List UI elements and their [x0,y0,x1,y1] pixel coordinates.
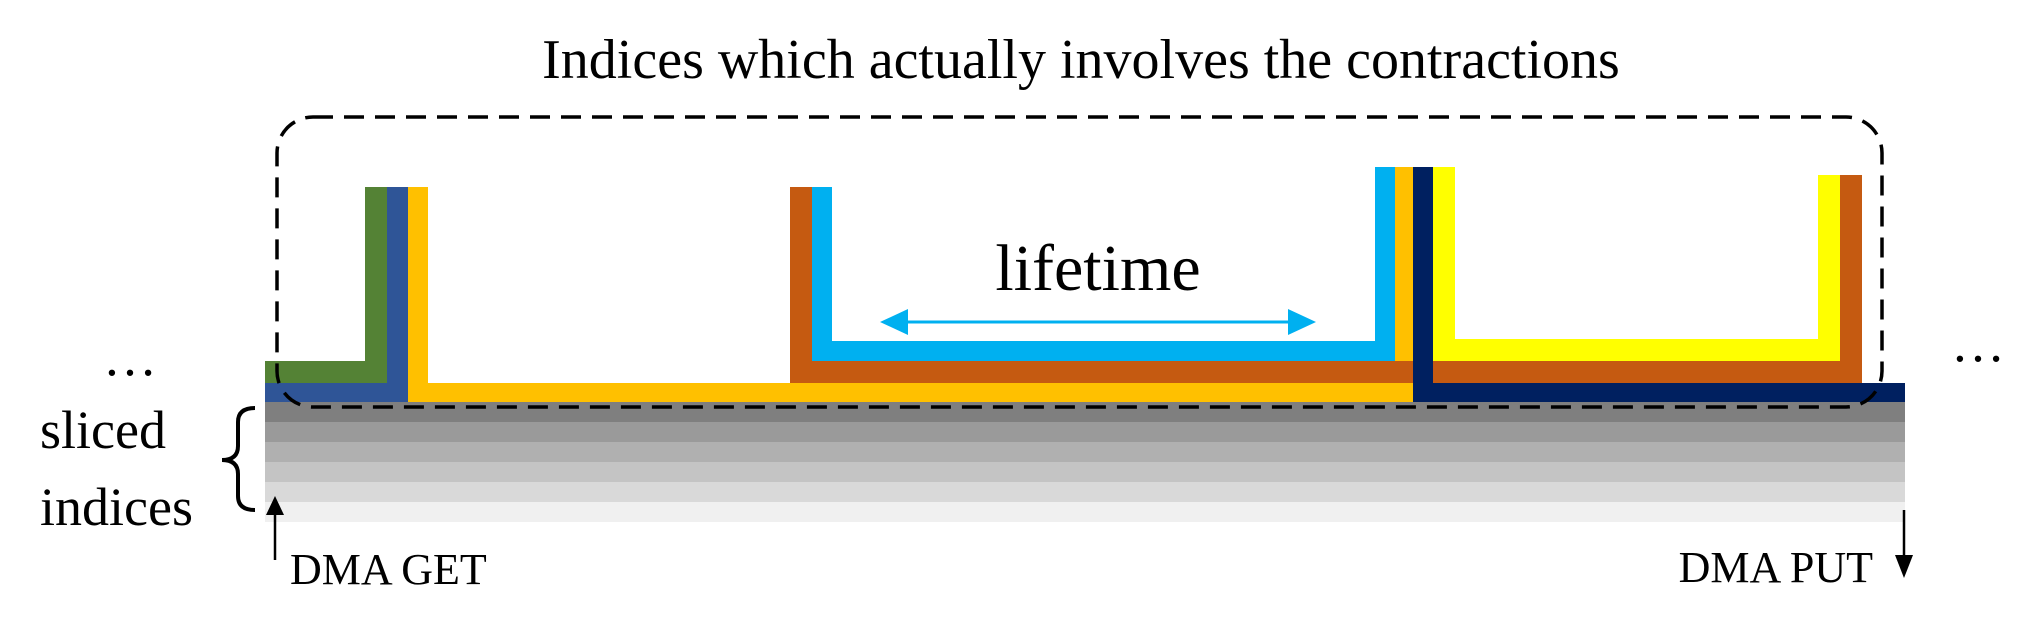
blue-index-vertical [387,187,408,402]
lifetime-arrow-right-head [1288,309,1316,335]
sliced-index-layer-1 [265,402,1905,422]
yellow-index-horizontal [1433,339,1840,361]
sliced-indices-brace [221,406,256,512]
sliced-indices-stack [265,402,1905,522]
dma-get-label: DMA GET [290,545,487,594]
gold-index-vertical-right [1395,167,1413,402]
sky-index-horizontal [812,341,1395,361]
ellipsis-left: … [103,327,157,387]
yellow-index-vertical-right [1818,175,1840,361]
gold-index-vertical-left [408,187,428,402]
index-bars [265,167,1905,402]
sliced-label-line2: indices [40,477,193,537]
sliced-index-layer-5 [265,482,1905,502]
navy-index-vertical [1413,167,1433,402]
dma-put-arrow [1895,510,1913,578]
dma-get-arrow-head [266,496,284,515]
orange-index-vertical-right [1840,175,1862,383]
navy-index-horizontal [1413,383,1905,402]
sky-index-vertical-left [812,187,832,361]
lifetime-arrow-left-head [880,309,908,335]
dma-put-label: DMA PUT [1679,543,1873,592]
yellow-index-vertical-left [1433,167,1455,361]
sliced-index-layer-2 [265,422,1905,442]
orange-index-horizontal [790,361,1862,383]
sliced-index-layer-6 [265,502,1905,522]
green-index-vertical [365,187,387,383]
sliced-label-line1: sliced [40,400,166,460]
sliced-index-layer-4 [265,462,1905,482]
green-index-horizontal [265,361,387,383]
blue-index-horizontal [265,383,408,402]
lifetime-arrow [880,309,1316,335]
sliced-index-layer-3 [265,442,1905,462]
dma-put-arrow-head [1895,555,1913,578]
ellipsis-right: … [1951,313,2005,373]
dma-get-arrow [266,496,284,560]
gold-index-horizontal [408,383,1413,402]
diagram-title: Indices which actually involves the cont… [542,29,1620,91]
lifetime-label: lifetime [995,232,1200,305]
sky-index-vertical-right [1375,167,1395,361]
orange-index-vertical-left [790,187,812,383]
